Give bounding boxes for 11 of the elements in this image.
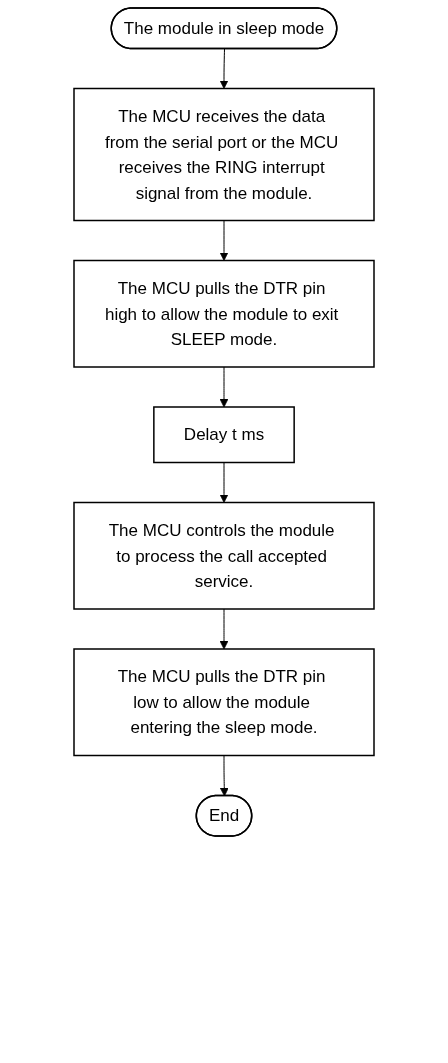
node-box: Delay t ms [153, 406, 295, 464]
arrow [219, 366, 229, 408]
node-box: The MCU pulls the DTR pin high to allow the module to exit SLEEP mode. [73, 259, 375, 368]
node-box: The MCU receives the data from the serial port or the MCU receives the RING interrupt signal from the module. [73, 87, 375, 222]
node-box: The MCU controls the module to process the call accepted service. [73, 501, 375, 610]
arrow [219, 48, 229, 89]
arrow [219, 462, 229, 503]
arrow [219, 755, 229, 797]
node-box: The MCU pulls the DTR pin low to allow the module entering the sleep mode. [73, 648, 375, 757]
arrow [219, 220, 229, 261]
arrow [219, 608, 229, 650]
